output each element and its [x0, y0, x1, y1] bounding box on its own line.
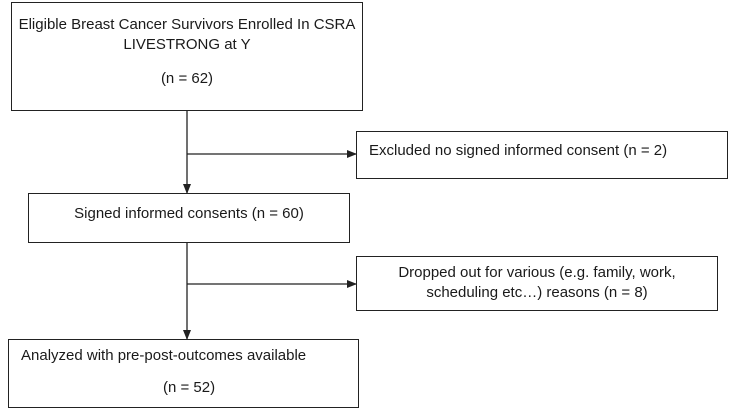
excluded-text: Excluded no signed informed consent (n =… — [369, 142, 668, 159]
enrolled-title-line2: LIVESTRONG at Y — [123, 36, 251, 53]
signed-consent-box: Signed informed consents (n = 60) — [28, 193, 350, 243]
enrolled-title-line1: Eligible Breast Cancer Survivors Enrolle… — [18, 16, 356, 33]
enrolled-box: Eligible Breast Cancer Survivors Enrolle… — [11, 2, 363, 111]
dropped-out-line1: Dropped out for various (e.g. family, wo… — [398, 264, 676, 281]
analyzed-title: Analyzed with pre-post-outcomes availabl… — [21, 347, 307, 364]
dropped-out-line2: scheduling etc…) reasons (n = 8) — [426, 284, 648, 301]
analyzed-box: Analyzed with pre-post-outcomes availabl… — [8, 339, 359, 408]
excluded-box: Excluded no signed informed consent (n =… — [356, 131, 728, 179]
signed-consent-text: Signed informed consents (n = 60) — [74, 205, 304, 222]
analyzed-count: (n = 52) — [163, 379, 216, 396]
dropped-out-box: Dropped out for various (e.g. family, wo… — [356, 256, 718, 311]
enrolled-count: (n = 62) — [160, 70, 214, 87]
